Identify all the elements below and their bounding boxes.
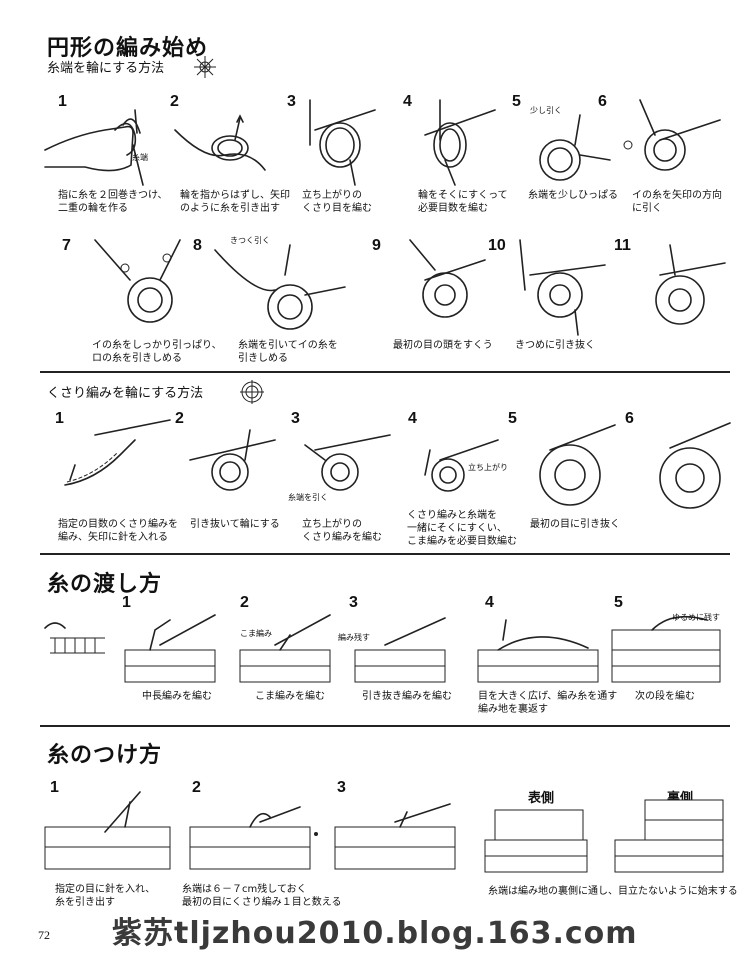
illustration-join-ring [189,429,276,491]
illustration-finger-wrap [44,109,144,186]
step-number: 9 [372,237,381,254]
caption-step: 次の段を編む [635,691,695,702]
step-number: 3 [291,410,300,427]
caption-step: 糸端は６－７cm残しておく最初の目にくさり編み１目と数える [182,884,342,908]
caption-step: くさり編みと糸端を一緒にそくにすくい、こま編みを必要目数編む [407,510,517,547]
caption-step: 糸端を引いてイの糸を引きしめる [238,340,338,364]
step-number: 2 [175,410,184,427]
label-leave-unworked: 編み残す [338,633,370,642]
label-pull-slightly: 少し引く [530,106,562,115]
fabric-front [484,809,588,873]
caption-step: 立ち上がりのくさり目を編む [302,190,372,214]
fabric-join-2 [189,806,318,870]
illustration-finished-chain-ring [659,422,731,509]
step-number: 6 [598,93,607,110]
illustration-slip-stitch [519,239,606,336]
caption-step: 糸端は編み地の裏側に通し、目立たないように始末する [488,886,738,897]
step-number: 11 [614,237,631,254]
section-subtitle-chain-loop: くさり編みを輪にする方法 [47,386,204,401]
fabric-swatch-1 [124,614,216,683]
illustration-pull-end [214,244,346,330]
stitch-chart-icon [44,622,105,654]
page-number: 72 [38,928,50,942]
caption-step: 最初の目の頭をすくう [393,340,493,351]
section-divider [40,371,730,373]
watermark-text: 紫苏tljzhou2010.blog.163.com [112,916,638,951]
step-number: 4 [485,594,494,611]
caption-step: 最初の目に引き抜く [530,519,620,530]
step-number: 6 [625,410,634,427]
illustration-tighten-ring [94,239,181,323]
section-title-yarn-carry: 糸の渡し方 [47,572,163,597]
illustration-pull-thread [623,99,721,171]
caption-step: 立ち上がりのくさり編みを編む [302,519,382,543]
caption-step: 糸端を少しひっぱる [528,190,618,201]
step-number: 7 [62,237,71,254]
caption-step: 輪を指からはずし、矢印のように糸を引き出す [180,190,290,214]
caption-step: 引き抜き編みを編む [362,691,452,702]
snowflake-icon [240,380,264,404]
illustration-chain-up [309,99,376,186]
caption-step: 輪をそくにすくって必要目数を編む [418,190,508,214]
label-stand-up: 立ち上がり [468,463,508,472]
step-number: 1 [122,594,131,611]
illustration-single-crochet [424,439,499,492]
fabric-swatch-5 [611,615,721,683]
snowflake-icon [194,56,216,78]
step-number: 4 [403,93,412,110]
caption-step: 引き抜いて輪にする [190,519,280,530]
label-leave-loose: ゆるめに残す [672,613,720,622]
step-number: 8 [193,237,202,254]
label-front-side: 表側 [528,791,555,806]
step-number: 4 [408,410,417,427]
step-number: 5 [512,93,521,110]
step-number: 5 [508,410,517,427]
illustration-first-stitch [409,239,486,318]
step-number: 3 [349,594,358,611]
caption-step: 中長編みを編む [142,691,212,702]
fabric-swatch-4 [477,619,599,683]
step-number: 5 [614,594,623,611]
step-number: 1 [50,779,59,796]
fabric-back [614,799,724,873]
caption-step: 指定の目数のくさり編みを編み、矢印に針を入れる [58,519,178,543]
fabric-swatch-2 [239,614,331,683]
section-divider [40,725,730,727]
illustration-chain-up-2 [304,434,391,491]
illustration-scoop-ring [424,99,496,186]
caption-step: こま編みを編む [255,691,325,702]
caption-step: 目を大きく広げ、編み糸を通す編み地を裏返す [478,691,618,715]
step-number: 2 [240,594,249,611]
step-number: 3 [287,93,296,110]
illustration-pull-tail [539,114,611,181]
section-subtitle-yarn-loop: 糸端を輪にする方法 [47,61,165,76]
step-number: 1 [55,410,64,427]
fabric-join-3 [334,803,456,870]
fabric-swatch-3 [354,617,446,683]
label-pull-tight: きつく引く [230,236,270,245]
label-pull-yarn-end: 糸端を引く [288,493,328,502]
step-number: 3 [337,779,346,796]
illustration-chain-row [64,419,171,486]
label-yarn-end: 糸端 [132,153,148,162]
section-divider [40,553,730,555]
step-number: 1 [58,93,67,110]
step-number: 2 [170,93,179,110]
section-title-yarn-join: 糸のつけ方 [47,743,163,768]
step-number: 10 [488,237,506,254]
step-number: 2 [192,779,201,796]
illustration-slip-first [539,424,616,506]
illustration-finished-ring [655,244,726,325]
fabric-join-1 [44,791,171,870]
section-title-circle-start: 円形の編み始め [47,36,209,61]
illustration-pull-loop [174,114,266,171]
caption-step: 指定の目に針を入れ、糸を引き出す [55,884,156,908]
caption-step: きつめに引き抜く [515,340,595,351]
label-single-crochet: こま編み [240,629,272,638]
caption-step: 指に糸を２回巻きつけ、二重の輪を作る [58,190,168,214]
caption-step: イの糸をしっかり引っぱり、ロの糸を引きしめる [92,340,222,364]
caption-step: イの糸を矢印の方向に引く [632,190,722,214]
